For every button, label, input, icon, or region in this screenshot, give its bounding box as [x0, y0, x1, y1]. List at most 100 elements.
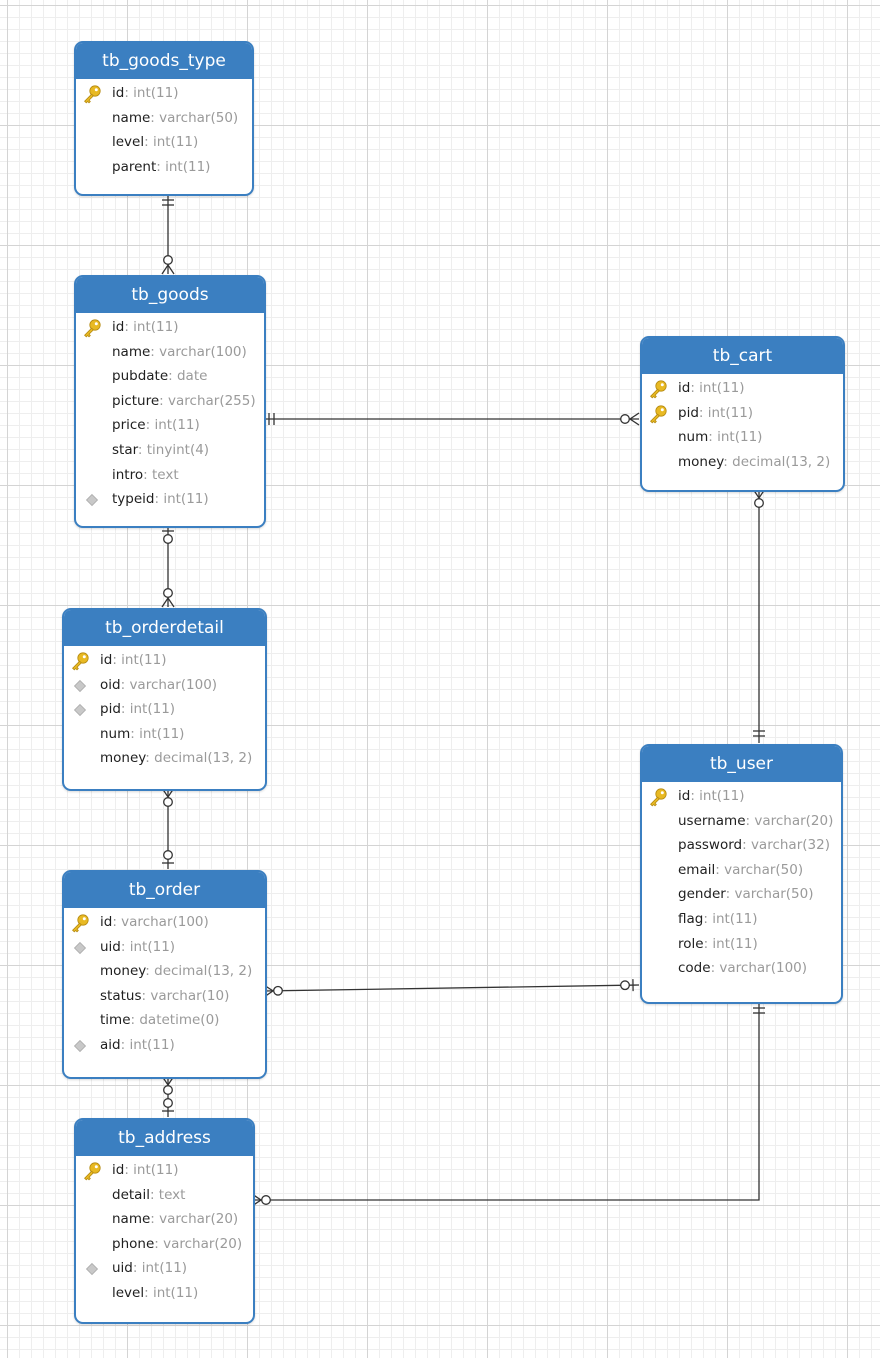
- field-row[interactable]: detail: text: [76, 1183, 253, 1208]
- field-row[interactable]: money: decimal(13, 2): [64, 959, 265, 984]
- field-separator: :: [168, 368, 177, 385]
- relationship-tb-goods-tb-orderdetail: [161, 525, 175, 608]
- field-type: text: [151, 466, 179, 483]
- field-row[interactable]: level: int(11): [76, 130, 252, 155]
- field-separator: :: [124, 1162, 134, 1178]
- field-name: id: [100, 914, 113, 930]
- field-separator: :: [725, 886, 735, 903]
- field-row[interactable]: aid: int(11): [64, 1033, 265, 1058]
- field-row[interactable]: intro: text: [76, 463, 264, 488]
- field-type: tinyint(4): [146, 441, 210, 458]
- field-separator: :: [112, 652, 122, 668]
- field-row[interactable]: uid: int(11): [64, 935, 265, 960]
- field-row[interactable]: gender: varchar(50): [642, 882, 841, 907]
- field-type: int(11): [152, 1284, 199, 1301]
- field-separator: :: [698, 404, 708, 421]
- field-type: int(11): [129, 701, 176, 718]
- field-row[interactable]: level: int(11): [76, 1281, 253, 1306]
- field-row[interactable]: code: varchar(100): [642, 956, 841, 981]
- field-name: phone: [112, 1235, 155, 1252]
- cardinality-circle: [273, 985, 283, 996]
- field-row[interactable]: name: varchar(100): [76, 340, 264, 365]
- field-row[interactable]: phone: varchar(20): [76, 1232, 253, 1257]
- field-name: picture: [112, 392, 160, 409]
- field-row[interactable]: id: int(11): [64, 648, 265, 673]
- field-row[interactable]: id: int(11): [76, 1158, 253, 1183]
- diamond-icon: [82, 490, 102, 510]
- field-separator: :: [143, 466, 152, 483]
- field-separator: :: [120, 938, 130, 955]
- field-name: pid: [100, 701, 121, 718]
- field-separator: :: [723, 453, 733, 470]
- key-icon: [70, 651, 90, 671]
- field-separator: :: [710, 960, 720, 977]
- field-name: id: [678, 380, 691, 396]
- relationship-tb-order-tb-address: [161, 1075, 175, 1117]
- field-row[interactable]: id: int(11): [76, 81, 252, 106]
- field-row[interactable]: uid: int(11): [76, 1256, 253, 1281]
- field-separator: :: [150, 1211, 160, 1228]
- cardinality-circle: [261, 1195, 271, 1205]
- diamond-icon: [70, 676, 90, 696]
- field-type: int(11): [133, 319, 179, 335]
- field-row[interactable]: name: varchar(50): [76, 106, 252, 131]
- field-type: int(11): [712, 910, 758, 927]
- entity-title: tb_cart: [642, 338, 843, 374]
- field-row[interactable]: pid: int(11): [64, 697, 265, 722]
- field-name: code: [678, 960, 711, 977]
- field-row[interactable]: star: tinyint(4): [76, 438, 264, 463]
- field-type: int(11): [717, 429, 763, 446]
- field-row[interactable]: parent: int(11): [76, 155, 252, 180]
- field-row[interactable]: id: int(11): [76, 315, 264, 340]
- field-row[interactable]: money: decimal(13, 2): [64, 746, 265, 771]
- field-name: id: [112, 319, 125, 335]
- field-separator: :: [690, 788, 700, 804]
- field-row[interactable]: picture: varchar(255): [76, 389, 264, 414]
- field-separator: :: [144, 134, 153, 151]
- key-icon: [648, 379, 668, 399]
- field-row[interactable]: flag: int(11): [642, 907, 841, 932]
- field-row[interactable]: id: varchar(100): [64, 910, 265, 935]
- field-row[interactable]: pid: int(11): [642, 401, 843, 426]
- field-type: varchar(50): [724, 861, 804, 878]
- field-row[interactable]: email: varchar(50): [642, 858, 841, 883]
- field-row[interactable]: price: int(11): [76, 413, 264, 438]
- field-row[interactable]: pubdate: date: [76, 364, 264, 389]
- cardinality-crowfoot: [161, 263, 175, 275]
- field-row[interactable]: id: int(11): [642, 784, 841, 809]
- field-row[interactable]: oid: varchar(100): [64, 673, 265, 698]
- field-separator: :: [130, 725, 140, 742]
- cardinality-circle: [163, 850, 173, 860]
- field-type: int(11): [699, 380, 745, 396]
- field-separator: :: [149, 1186, 159, 1203]
- field-row[interactable]: username: varchar(20): [642, 809, 841, 834]
- field-row[interactable]: num: int(11): [64, 722, 265, 747]
- field-name: name: [112, 109, 151, 126]
- field-name: id: [100, 652, 113, 668]
- field-row[interactable]: num: int(11): [642, 425, 843, 450]
- field-row[interactable]: typeid: int(11): [76, 487, 264, 512]
- field-type: date: [176, 368, 208, 385]
- field-row[interactable]: id: int(11): [642, 376, 843, 401]
- field-list: id: int(11)oid: varchar(100)pid: int(11)…: [64, 646, 265, 771]
- field-row[interactable]: role: int(11): [642, 932, 841, 957]
- field-name: role: [678, 935, 704, 952]
- field-name: star: [112, 441, 138, 458]
- field-row[interactable]: money: decimal(13, 2): [642, 450, 843, 475]
- field-name: level: [112, 1284, 145, 1301]
- field-row[interactable]: time: datetime(0): [64, 1008, 265, 1033]
- field-row[interactable]: status: varchar(10): [64, 984, 265, 1009]
- field-row[interactable]: password: varchar(32): [642, 833, 841, 858]
- field-row[interactable]: name: varchar(20): [76, 1207, 253, 1232]
- field-separator: :: [150, 343, 160, 360]
- field-separator: :: [703, 935, 713, 952]
